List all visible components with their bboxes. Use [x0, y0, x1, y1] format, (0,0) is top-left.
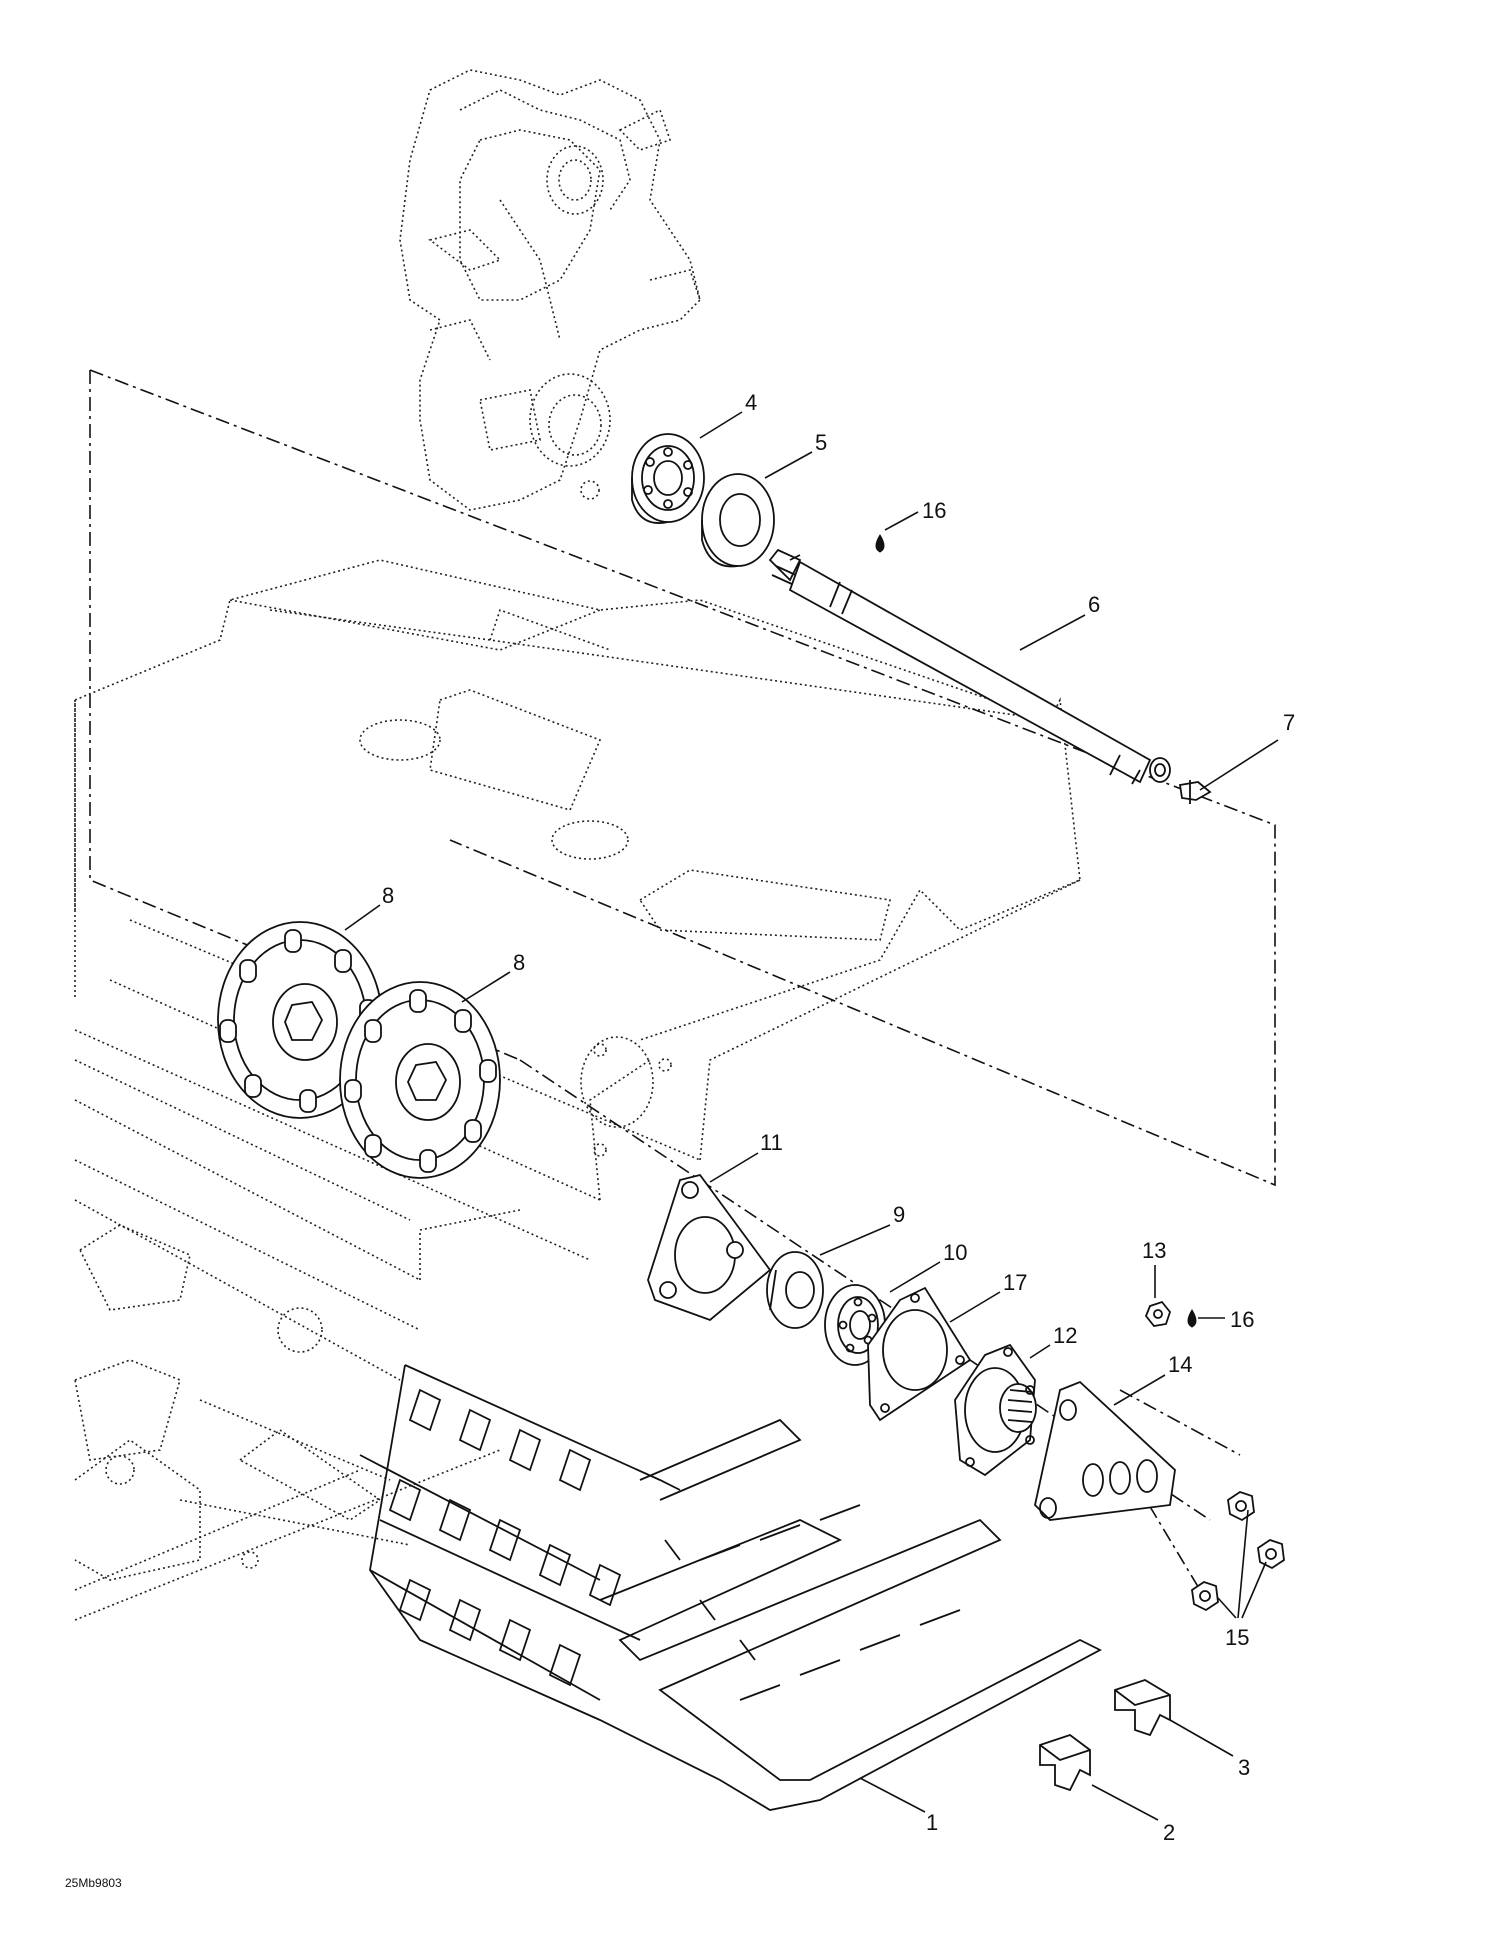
callout-3: 3 [1238, 1755, 1250, 1780]
grease-symbol-16-upper [875, 534, 885, 553]
callout-15: 15 [1225, 1625, 1249, 1650]
callout-2: 2 [1163, 1820, 1175, 1845]
callout-17: 17 [1003, 1270, 1027, 1295]
callout-8-rear: 8 [382, 883, 394, 908]
callout-9: 9 [893, 1202, 905, 1227]
grease-symbol-16-lower [1187, 1309, 1197, 1328]
plate-17 [867, 1286, 972, 1422]
callout-16-lower: 16 [1230, 1307, 1254, 1332]
clip-2 [1039, 1733, 1091, 1792]
callout-1: 1 [926, 1810, 938, 1835]
bearing-4 [631, 433, 705, 524]
callout-12: 12 [1053, 1323, 1077, 1348]
callout-labels: 1 2 3 4 5 6 7 8 8 9 10 11 12 13 14 15 16… [382, 390, 1295, 1845]
clip-7 [1178, 780, 1212, 804]
lock-collar-9 [766, 1251, 824, 1329]
figure-code: 25Mb9803 [65, 1876, 122, 1890]
drive-axle-6 [768, 548, 1171, 785]
callout-16-upper: 16 [922, 498, 946, 523]
bracket-14 [1034, 1380, 1176, 1521]
seal-ring-5 [701, 473, 775, 568]
leader-lines [344, 411, 1279, 1821]
callout-7: 7 [1283, 710, 1295, 735]
bearing-cap-12 [954, 1343, 1037, 1477]
callout-11: 11 [760, 1130, 783, 1155]
clip-3 [1114, 1679, 1171, 1737]
sprocket-8-front [339, 981, 501, 1179]
chaincase-housing [399, 69, 701, 511]
track-1 [359, 1364, 1102, 1811]
tunnel-frame [74, 559, 1081, 1621]
callout-5: 5 [815, 430, 827, 455]
callout-4: 4 [745, 390, 757, 415]
callout-6: 6 [1088, 592, 1100, 617]
housing-plate-11 [647, 1173, 772, 1322]
callout-14: 14 [1168, 1352, 1192, 1377]
grease-fitting-13 [1144, 1300, 1172, 1327]
callout-8-front: 8 [513, 950, 525, 975]
callout-13: 13 [1142, 1238, 1166, 1263]
nuts-15 [1191, 1491, 1285, 1612]
callout-10: 10 [943, 1240, 967, 1265]
